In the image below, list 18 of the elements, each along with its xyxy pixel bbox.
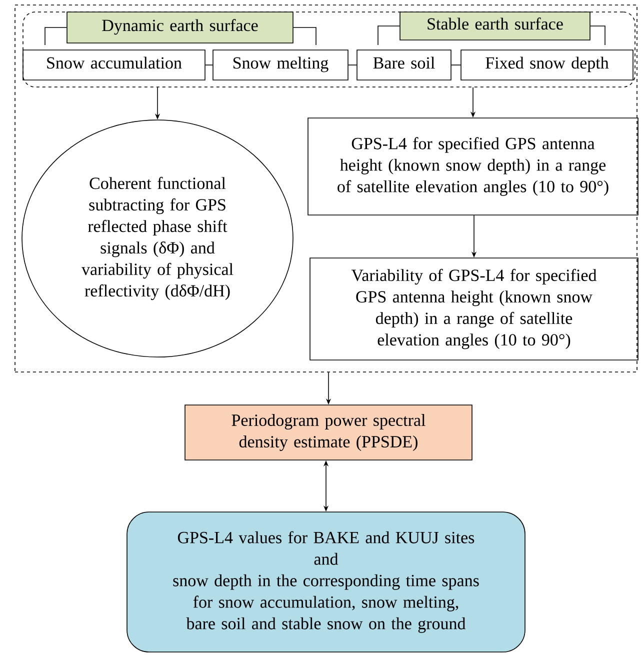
connector-line [451,64,461,66]
process-box: Bare soil [356,50,452,80]
process-box: Variability of GPS-L4 for specified GPS antenna height (known snow depth) in a range of satellite elevation angles (10 to 90°) [310,258,638,360]
header-box: Stable earth surface [400,12,590,40]
bracket-line [378,26,400,46]
connector-line [348,64,357,66]
process-box: Periodogram power spectral density estimate (PPSDE) [184,404,472,460]
process-box: Snow melting [212,50,348,80]
bracket-line [293,27,316,46]
rounded-box: GPS-L4 values for BAKE and KUUJ sites and snow depth in the corresponding time spans for snow accumulation, snow melting, bare soil and stable snow on the ground [126,512,526,652]
process-box: Fixed snow depth [460,50,634,80]
connector-line [205,64,213,66]
bracket-line [44,27,67,46]
header-box: Dynamic earth surface [66,12,294,44]
process-box: Snow accumulation [22,50,206,80]
dashed-frame [14,4,638,372]
bracket-line [590,26,606,46]
process-box: GPS-L4 for specified GPS antenna height (known snow depth) in a range of satellite elevation angles (10 to 90°) [308,118,638,216]
